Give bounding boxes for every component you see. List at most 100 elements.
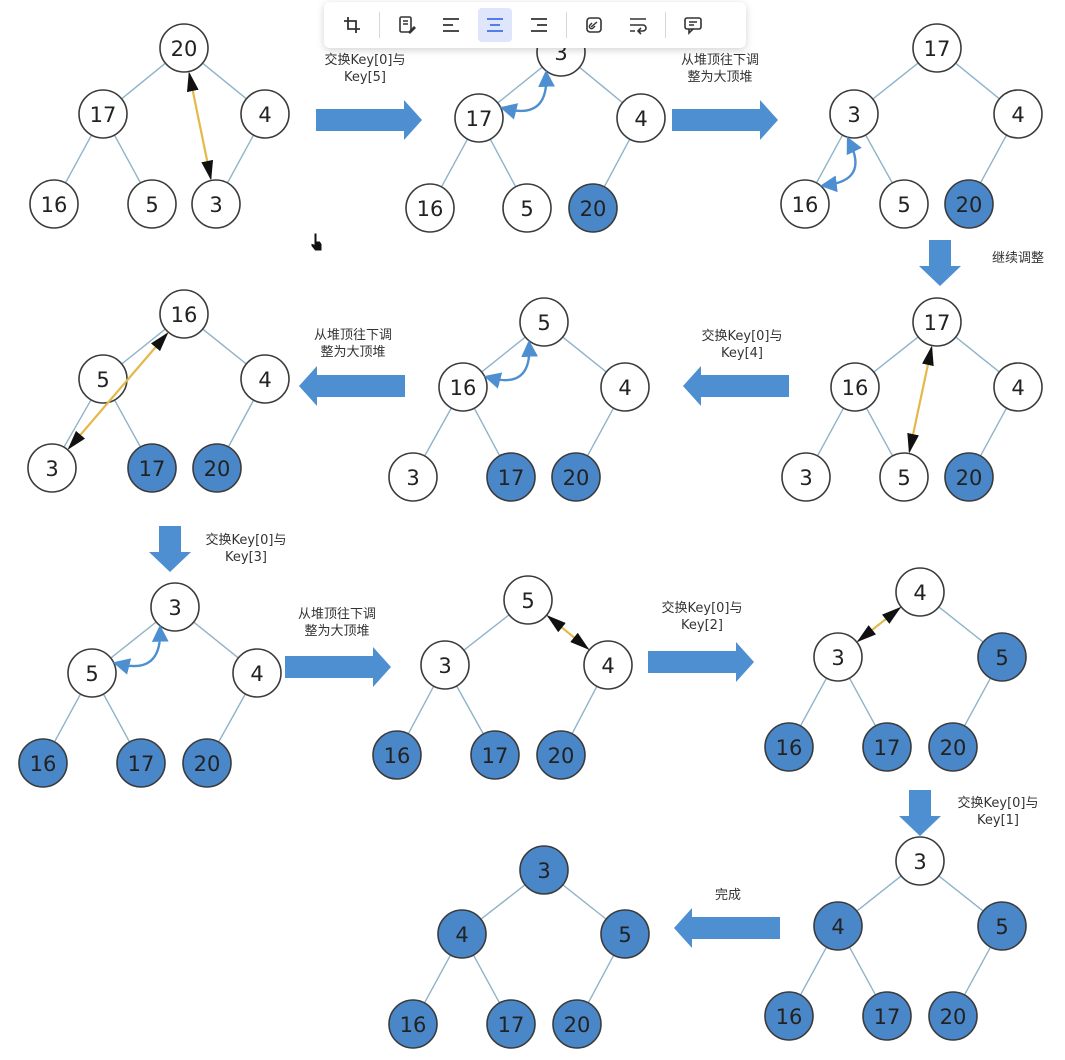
tree-edge — [113, 399, 142, 448]
tree-edge — [603, 138, 631, 188]
heap-node — [583, 640, 633, 690]
align-right-button[interactable] — [522, 8, 556, 42]
tree-edge — [102, 693, 131, 743]
swap-double-arrow — [67, 332, 169, 450]
swap-double-arrow — [907, 345, 934, 454]
crop-button[interactable] — [335, 8, 369, 42]
node-value: 5 — [995, 915, 1008, 939]
step-label: 整为大顶堆 — [687, 70, 752, 85]
sorted-node — [764, 722, 814, 772]
heap-node — [159, 23, 209, 73]
swap-curved-arrow — [820, 136, 862, 193]
align-left-button[interactable] — [434, 8, 468, 42]
node-value: 16 — [30, 752, 57, 776]
heap-node — [232, 648, 282, 698]
heap-node — [78, 89, 128, 139]
node-value: 16 — [41, 193, 68, 217]
edit-note-button[interactable] — [390, 8, 424, 42]
tree-edge — [955, 62, 1000, 100]
step-label: 从堆顶往下调 — [681, 53, 759, 68]
node-value: 16 — [842, 376, 869, 400]
tree-edge — [473, 407, 501, 457]
toolbar-separator — [665, 12, 666, 38]
tree-edge — [979, 407, 1008, 457]
node-value: 20 — [204, 457, 231, 481]
tree-edge — [815, 134, 844, 184]
node-value: 16 — [776, 1005, 803, 1029]
sorted-node — [944, 452, 994, 502]
align-center-button[interactable] — [478, 8, 512, 42]
link-button[interactable] — [577, 8, 611, 42]
heap-node — [127, 179, 177, 229]
node-value: 17 — [874, 736, 901, 760]
node-value: 4 — [455, 923, 468, 947]
heap-node — [240, 89, 290, 139]
swap-double-arrow — [546, 615, 590, 650]
step-label: 继续调整 — [992, 251, 1044, 266]
heap-node — [895, 836, 945, 886]
sorted-node — [182, 738, 232, 788]
step-label: 完成 — [715, 888, 741, 903]
step-label: 整为大顶堆 — [320, 345, 385, 360]
node-value: 17 — [139, 457, 166, 481]
tree-edge — [872, 62, 919, 100]
node-value: 20 — [548, 744, 575, 768]
heap-node — [912, 23, 962, 73]
node-value: 5 — [520, 197, 533, 221]
node-value: 17 — [498, 1013, 525, 1037]
floating-toolbar — [324, 2, 746, 48]
step-arrow-right-1 — [672, 100, 778, 140]
tree-edge — [816, 407, 845, 457]
node-value: 20 — [956, 466, 983, 490]
node-value: 16 — [776, 736, 803, 760]
tree-edge — [562, 884, 607, 920]
text-wrap-button[interactable] — [621, 8, 655, 42]
tree-edge — [856, 875, 902, 912]
step-label: Key[2] — [681, 618, 723, 633]
node-value: 5 — [897, 466, 910, 490]
sorted-node — [813, 901, 863, 951]
node-value: 4 — [634, 107, 647, 131]
tree-edge — [562, 336, 607, 373]
node-value: 16 — [171, 303, 198, 327]
sorted-node — [116, 738, 166, 788]
heap-node — [879, 179, 929, 229]
heap-node — [240, 354, 290, 404]
node-value: 20 — [956, 193, 983, 217]
tree-edge — [202, 328, 247, 365]
heap-node — [993, 89, 1043, 139]
sorted-node — [764, 991, 814, 1041]
heap-node — [29, 179, 79, 229]
tree-edge — [121, 62, 166, 100]
node-value: 5 — [995, 646, 1008, 670]
comment-button[interactable] — [676, 8, 710, 42]
tree-edge — [226, 134, 255, 184]
heap-node — [912, 297, 962, 347]
node-value: 4 — [258, 368, 271, 392]
heap-node — [895, 567, 945, 617]
tree-edge — [53, 693, 82, 743]
sorted-node — [519, 845, 569, 895]
tree-edge — [938, 875, 984, 912]
node-value: 4 — [250, 662, 263, 686]
sorted-node — [192, 443, 242, 493]
sorted-node — [552, 999, 602, 1049]
node-value: 4 — [1011, 103, 1024, 127]
step-arrow-down-2 — [919, 240, 961, 286]
tree-edge — [873, 336, 919, 373]
node-value: 3 — [831, 646, 844, 670]
node-value: 17 — [498, 466, 525, 490]
step-arrow-right-6 — [285, 647, 391, 687]
node-value: 16 — [417, 197, 444, 221]
node-value: 17 — [466, 107, 493, 131]
tree-edge — [472, 954, 501, 1004]
align-right-icon — [531, 18, 547, 32]
tree-edge — [110, 621, 157, 659]
tree-edge — [955, 336, 1000, 373]
